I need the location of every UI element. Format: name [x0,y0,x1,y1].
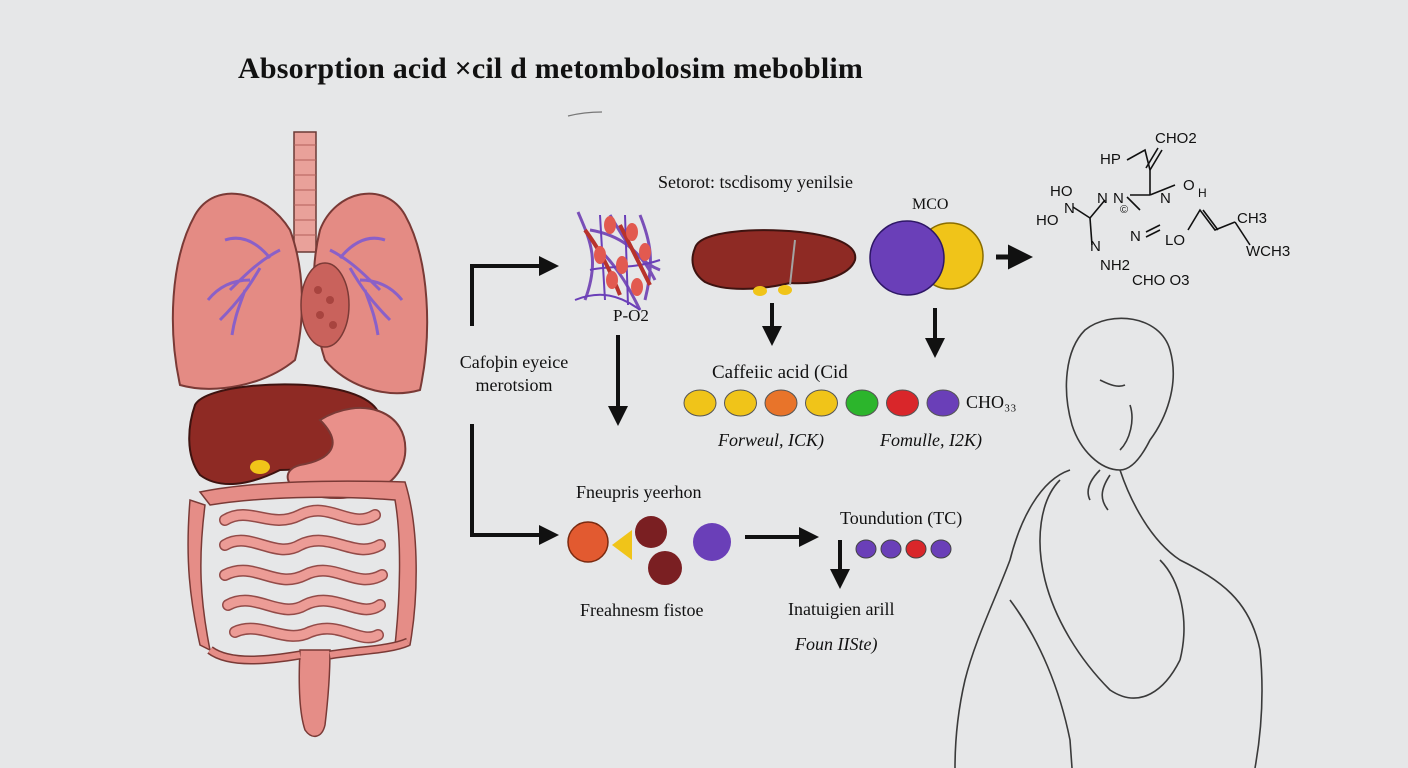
chem-hp: HP [1100,151,1121,168]
chem-wch: WCH3 [1246,243,1291,260]
bottom-cluster [567,516,731,585]
cho-label: CHO₃₃ [966,392,1017,412]
chem-n5: N [1090,238,1101,255]
bead [845,389,879,417]
inatuigien-label: Inatuigien arill [788,599,895,619]
chem-h1: H [1198,186,1207,200]
mco-label: MCO [912,196,949,213]
formula-right-label: Fomulle, I2K) [880,430,982,450]
po2-label: P-O2 [613,306,649,325]
bead-row [683,389,960,417]
fneupris-label: Fneupris yeerhon [576,482,702,502]
chemical-structure [1072,147,1251,246]
chem-ho-top: HO [1050,183,1073,200]
bead [886,389,919,417]
chem-n4: N [1160,190,1171,207]
intestines [187,480,417,737]
toundution-label: Toundution (TC) [840,508,963,528]
chem-n3: N [1113,190,1124,207]
bead [683,389,717,417]
freahnesm-label: Freahnesm fistoe [580,600,704,620]
bead [926,389,960,417]
chem-nh2: NH2 [1100,257,1131,274]
caffeic-acid-label: Caffeiic acid (Cid [712,362,848,383]
foun-label: Foun IISte) [795,634,878,654]
liver-diagram [691,229,857,296]
chem-cho2: CHO2 [1155,130,1197,147]
diagram-title: Absorption acid ×cil d metombolosim mebo… [238,52,864,85]
bead [724,389,757,417]
small-bead [880,539,902,559]
left-branch-arrows [470,256,559,545]
left-lung [171,192,303,390]
chem-small-mark: © [1120,204,1129,216]
heart [300,262,350,348]
vessel-network [574,211,661,311]
trachea [293,131,317,253]
chem-n2: N [1097,190,1108,207]
bead [805,389,838,417]
left-process-label-line1: Cafoþin eyeice [459,352,569,372]
human-figure-outline [954,317,1263,768]
molecule-spheres [869,220,984,296]
title-underline-mark [567,111,603,117]
left-process-label-line2: merotsiom [475,375,553,395]
chem-ch3: CH3 [1237,210,1268,227]
small-bead [905,539,927,559]
small-bead [930,539,952,559]
bead [764,389,798,417]
small-bead-row [855,539,952,559]
chem-ho-left: HO [1036,212,1059,229]
chem-n1: N [1064,200,1075,217]
small-bead [855,539,877,559]
chem-o1: O [1183,177,1195,194]
formula-left-label: Forweul, ICK) [718,430,824,450]
top-heading-label: Setorot: tscdisomy yenilsie [658,172,853,192]
chem-n-o: N [1130,228,1141,245]
chem-lo: LO [1165,232,1186,249]
chem-cho-bottom: CHO O3 [1132,272,1190,289]
